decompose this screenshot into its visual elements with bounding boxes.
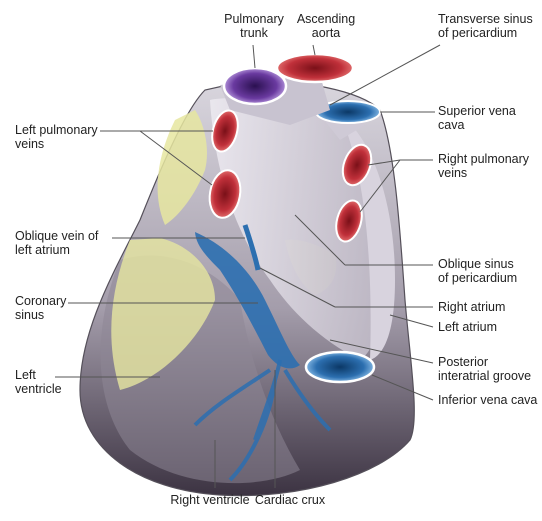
label-inferior-vena-cava: Inferior vena cava	[438, 393, 537, 407]
label-pulmonary-trunk: Pulmonary trunk	[221, 12, 287, 40]
label-oblique-sinus: Oblique sinus of pericardium	[438, 257, 517, 285]
label-left-ventricle: Left ventricle	[15, 368, 62, 396]
label-oblique-vein: Oblique vein of left atrium	[15, 229, 98, 257]
label-ascending-aorta: Ascending aorta	[296, 12, 356, 40]
label-right-pulmonary-veins: Right pulmonary veins	[438, 152, 529, 180]
ascending-aorta-opening	[277, 54, 353, 82]
label-coronary-sinus: Coronary sinus	[15, 294, 66, 322]
label-left-pulmonary-veins: Left pulmonary veins	[15, 123, 98, 151]
label-transverse-sinus: Transverse sinus of pericardium	[438, 12, 533, 40]
inferior-vena-cava-opening	[306, 352, 374, 382]
label-posterior-interatrial-groove: Posterior interatrial groove	[438, 355, 531, 383]
label-cardiac-crux: Cardiac crux	[245, 493, 335, 507]
pulmonary-trunk-opening	[224, 68, 286, 104]
label-superior-vena-cava: Superior vena cava	[438, 104, 516, 132]
label-left-atrium: Left atrium	[438, 320, 497, 334]
label-right-atrium: Right atrium	[438, 300, 505, 314]
